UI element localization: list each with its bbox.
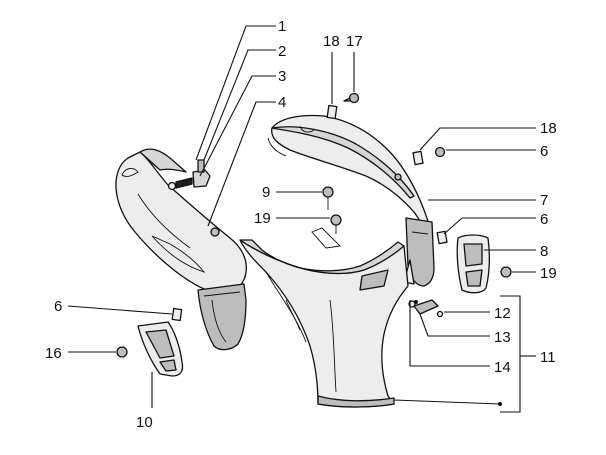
- callout-18-top: 18: [323, 33, 340, 50]
- callout-4: 4: [278, 94, 286, 111]
- right-side-lens: [456, 234, 490, 294]
- callout-11: 11: [540, 349, 556, 366]
- callout-16: 16: [45, 345, 62, 362]
- callout-13: 13: [494, 329, 511, 346]
- callout-8: 8: [540, 243, 548, 260]
- callout-6-left: 6: [54, 298, 62, 315]
- callout-3: 3: [278, 68, 286, 85]
- callout-10: 10: [136, 414, 153, 431]
- callout-labels: 1 2 3 4 18 17 18 6 7 6 8 19 9 19 6 16 10…: [45, 18, 557, 431]
- fasteners: [116, 92, 512, 358]
- callout-17: 17: [346, 33, 363, 50]
- callout-18-right: 18: [540, 120, 557, 137]
- callout-19-right: 19: [540, 265, 557, 282]
- left-side-lens: [137, 321, 184, 377]
- callout-1: 1: [278, 18, 286, 35]
- callout-6-upper-right: 6: [540, 143, 548, 160]
- callout-19-left: 19: [254, 210, 271, 227]
- bracket-assembly: [167, 159, 211, 191]
- callout-2: 2: [278, 43, 286, 60]
- upper-center-cover: [267, 114, 435, 287]
- callout-9: 9: [262, 184, 270, 201]
- front-lower-shield: [239, 227, 409, 408]
- left-side-panel: [115, 148, 247, 351]
- callout-6-mid-right: 6: [540, 211, 548, 228]
- leader-lines: [67, 25, 536, 413]
- callout-7: 7: [540, 192, 548, 209]
- callout-14: 14: [494, 359, 511, 376]
- callout-12: 12: [494, 305, 511, 322]
